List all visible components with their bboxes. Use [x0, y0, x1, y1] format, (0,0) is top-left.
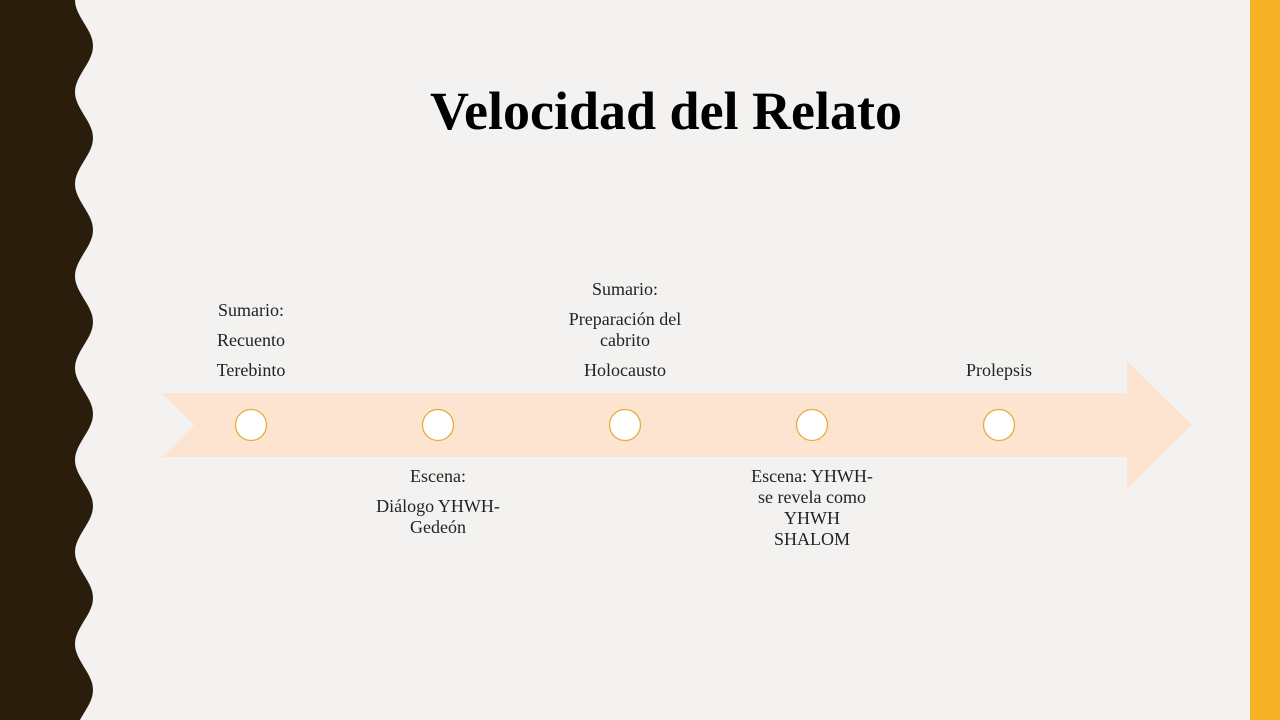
timeline-node-3: [608, 408, 642, 442]
timeline-label-line: Sumario:: [592, 279, 658, 299]
timeline-label-line: Escena:: [410, 466, 466, 486]
timeline-label-line: Diálogo YHWH-Gedeón: [376, 496, 500, 537]
timeline-label-line: Holocausto: [584, 360, 666, 380]
timeline-label-5: Prolepsis: [914, 360, 1084, 381]
timeline-label-line: Prolepsis: [965, 360, 1032, 380]
timeline-label-line: Recuento: [217, 330, 285, 350]
timeline-arrow: [162, 361, 1192, 489]
timeline-label-line: Terebinto: [216, 360, 286, 380]
slide-title: Velocidad del Relato: [430, 81, 902, 141]
timeline-node-2: [421, 408, 455, 442]
timeline-nodes: [234, 408, 1016, 442]
timeline-label-2: Escena: Diálogo YHWH-Gedeón: [353, 466, 523, 538]
timeline-node-1: [234, 408, 268, 442]
timeline-node-5: [982, 408, 1016, 442]
accent-bar: [1250, 0, 1280, 720]
timeline-node-4: [795, 408, 829, 442]
wavy-left-band: [0, 0, 93, 720]
timeline-label-line: Sumario:: [218, 300, 284, 320]
